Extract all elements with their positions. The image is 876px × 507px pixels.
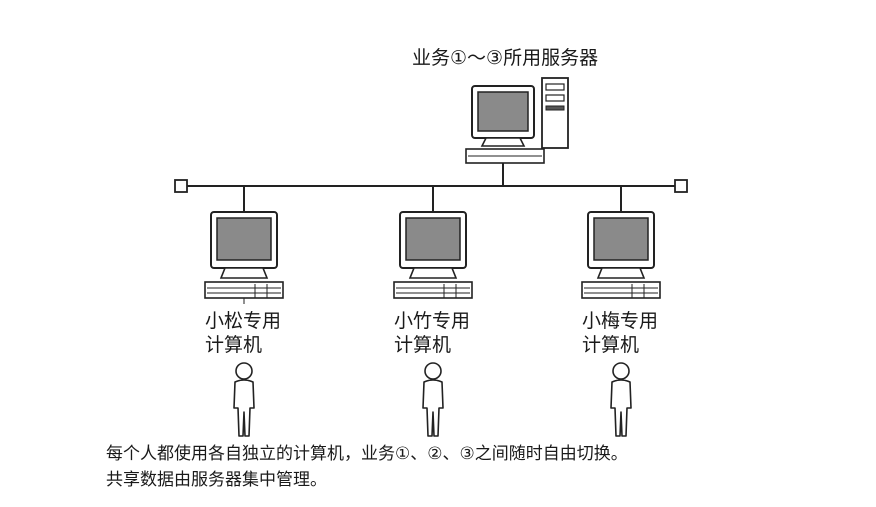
workstation-3-label-line2: 计算机: [582, 334, 640, 356]
bus-terminator-icon: [674, 179, 688, 193]
workstation-1-label-line2: 计算机: [205, 334, 263, 356]
computer-icon: [204, 211, 284, 299]
workstation-2-label-line2: 计算机: [394, 334, 452, 356]
workstation-2-label-line1: 小竹专用: [394, 310, 471, 332]
person-icon: [422, 362, 444, 437]
server-computer-icon: [465, 77, 569, 186]
caption-line-1: 每个人都使用各自独立的计算机，业务①、②、③之间随时自由切换。: [106, 444, 628, 464]
workstation-komatsu: [204, 186, 284, 437]
computer-icon: [581, 211, 661, 299]
server-label: 业务①～③所用服务器: [412, 47, 599, 69]
workstation-1-label-line1: 小松专用: [205, 310, 282, 332]
caption-line-2: 共享数据由服务器集中管理。: [106, 470, 327, 490]
computer-icon: [393, 211, 473, 299]
workstation-koume: [581, 186, 661, 437]
bus-terminator-icon: [174, 179, 188, 193]
workstation-kotake: [393, 186, 473, 437]
person-icon: [233, 362, 255, 437]
workstation-3-label-line1: 小梅专用: [582, 310, 659, 332]
person-icon: [610, 362, 632, 437]
